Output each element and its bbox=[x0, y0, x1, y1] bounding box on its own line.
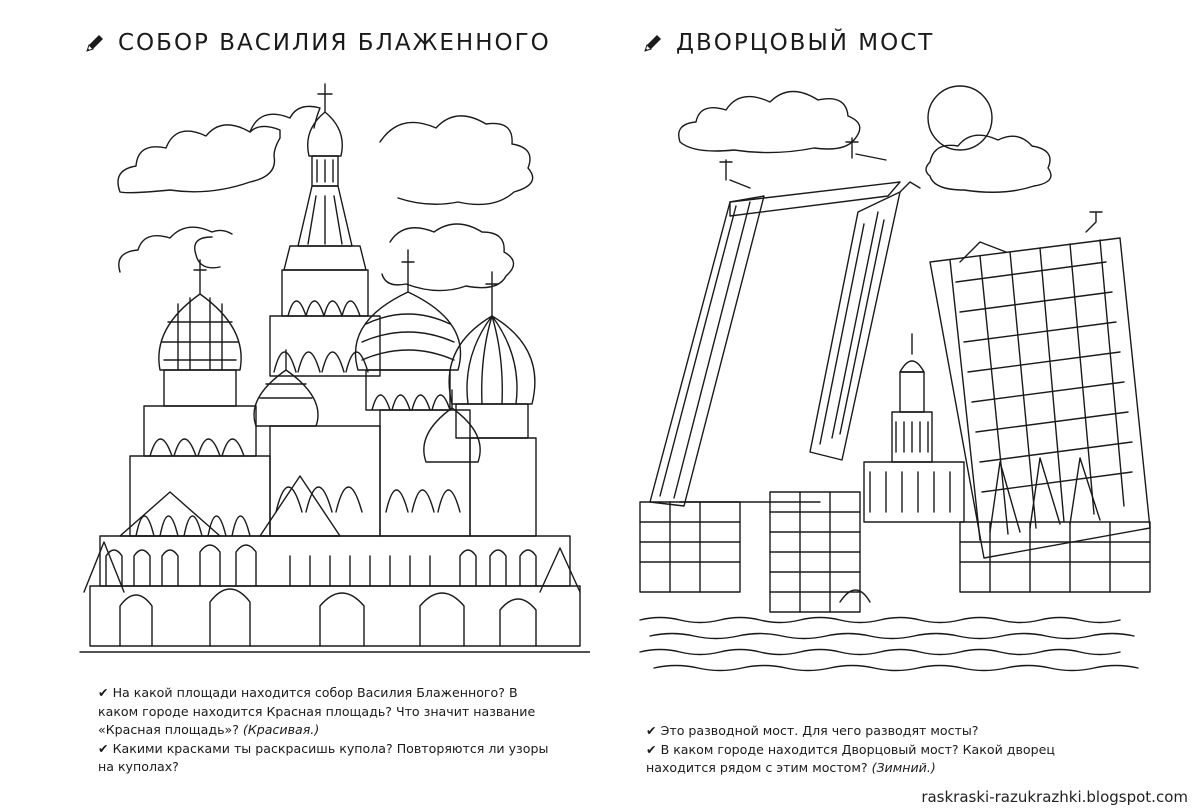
question-text: В каком городе находится Дворцовый мост?… bbox=[646, 741, 1055, 776]
bridge-heading: ДВОРЦОВЫЙ МОСТ bbox=[642, 30, 934, 56]
bridge-question-1: ✔Это разводной мост. Для чего разводят м… bbox=[646, 722, 1126, 741]
left-bascule bbox=[649, 137, 921, 507]
small-dome bbox=[253, 349, 481, 463]
central-spire bbox=[269, 83, 381, 377]
cathedral-title: СОБОР ВАСИЛИЯ БЛАЖЕННОГО bbox=[118, 30, 551, 56]
site-credit: raskraski-razukrazhki.blogspot.com bbox=[921, 788, 1188, 806]
cathedral-illustration bbox=[79, 83, 590, 653]
bridge-title: ДВОРЦОВЫЙ МОСТ bbox=[676, 30, 935, 56]
striped-dome bbox=[448, 271, 536, 439]
pencil-icon bbox=[86, 35, 103, 52]
cathedral-heading: СОБОР ВАСИЛИЯ БЛАЖЕННОГО bbox=[84, 30, 551, 56]
bridge-questions: ✔Это разводной мост. Для чего разводят м… bbox=[646, 722, 1126, 778]
question-text: Это разводной мост. Для чего разводят мо… bbox=[660, 723, 979, 738]
cloud-drawing bbox=[117, 105, 534, 292]
river-water bbox=[639, 616, 1139, 672]
bridge-question-2: ✔В каком городе находится Дворцовый мост… bbox=[646, 741, 1126, 778]
question-text: На какой площади находится собор Василия… bbox=[98, 685, 536, 737]
checkmark-icon: ✔ bbox=[98, 740, 109, 756]
bridge-section: ДВОРЦОВЫЙ МОСТ bbox=[630, 0, 1160, 810]
left-dome bbox=[143, 259, 257, 457]
checkmark-icon: ✔ bbox=[646, 741, 657, 757]
sun-icon bbox=[927, 85, 993, 151]
checkmark-icon: ✔ bbox=[98, 685, 109, 700]
answer-text: (Красивая.) bbox=[242, 722, 320, 737]
patterned-dome bbox=[354, 249, 462, 411]
kunstkamera-tower bbox=[863, 333, 965, 523]
bridge-illustration bbox=[639, 85, 1151, 672]
pencil-icon bbox=[644, 35, 661, 52]
sky-drawing bbox=[678, 85, 1052, 193]
checkmark-icon: ✔ bbox=[646, 723, 657, 738]
answer-text: (Зимний.) bbox=[871, 760, 936, 775]
cathedral-question-1: ✔На какой площади находится собор Васили… bbox=[98, 684, 558, 740]
right-bascule bbox=[929, 211, 1151, 559]
cathedral-question-2: ✔Какими красками ты раскрасишь купола? П… bbox=[98, 740, 558, 777]
cathedral-body bbox=[79, 409, 590, 653]
question-text: Какими красками ты раскрасишь купола? По… bbox=[98, 740, 549, 775]
cathedral-questions: ✔На какой площади находится собор Васили… bbox=[98, 684, 558, 777]
cathedral-section: СОБОР ВАСИЛИЯ БЛАЖЕННОГО bbox=[60, 0, 590, 810]
embankment bbox=[639, 491, 1151, 613]
